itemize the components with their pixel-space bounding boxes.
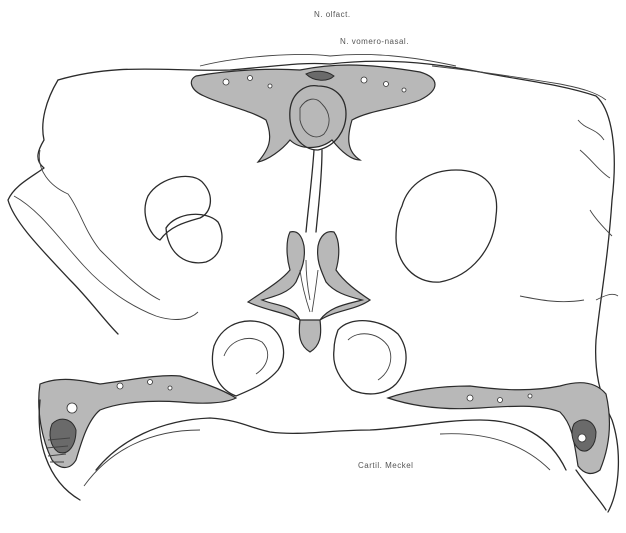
left-pouch <box>212 321 283 396</box>
skin-fold-top-2 <box>432 66 606 100</box>
nasal-septum <box>306 150 322 232</box>
left-eye <box>145 176 210 240</box>
label-olfactory-nerve: N. olfact. <box>314 10 351 19</box>
inner-outline-left-2 <box>39 150 160 300</box>
inner-outline-left <box>14 196 198 319</box>
right-eye <box>396 170 497 282</box>
left-eye-lens <box>166 214 222 263</box>
right-pouch-inner <box>348 334 391 380</box>
lower-jaw-outline <box>39 400 566 500</box>
label-meckel-cartilage: Cartil. Meckel <box>358 461 413 470</box>
central-cartilage <box>248 232 370 352</box>
head-outline-left <box>8 80 118 334</box>
right-pouch <box>334 321 406 394</box>
lower-jaw-outline-2 <box>84 430 550 486</box>
central-cartilage-ducts <box>300 260 318 312</box>
right-lower-outline <box>576 470 606 510</box>
label-vomeronasal-nerve: N. vomero-nasal. <box>340 37 409 46</box>
left-pouch-inner <box>224 338 268 374</box>
right-margin-marks <box>520 120 618 302</box>
